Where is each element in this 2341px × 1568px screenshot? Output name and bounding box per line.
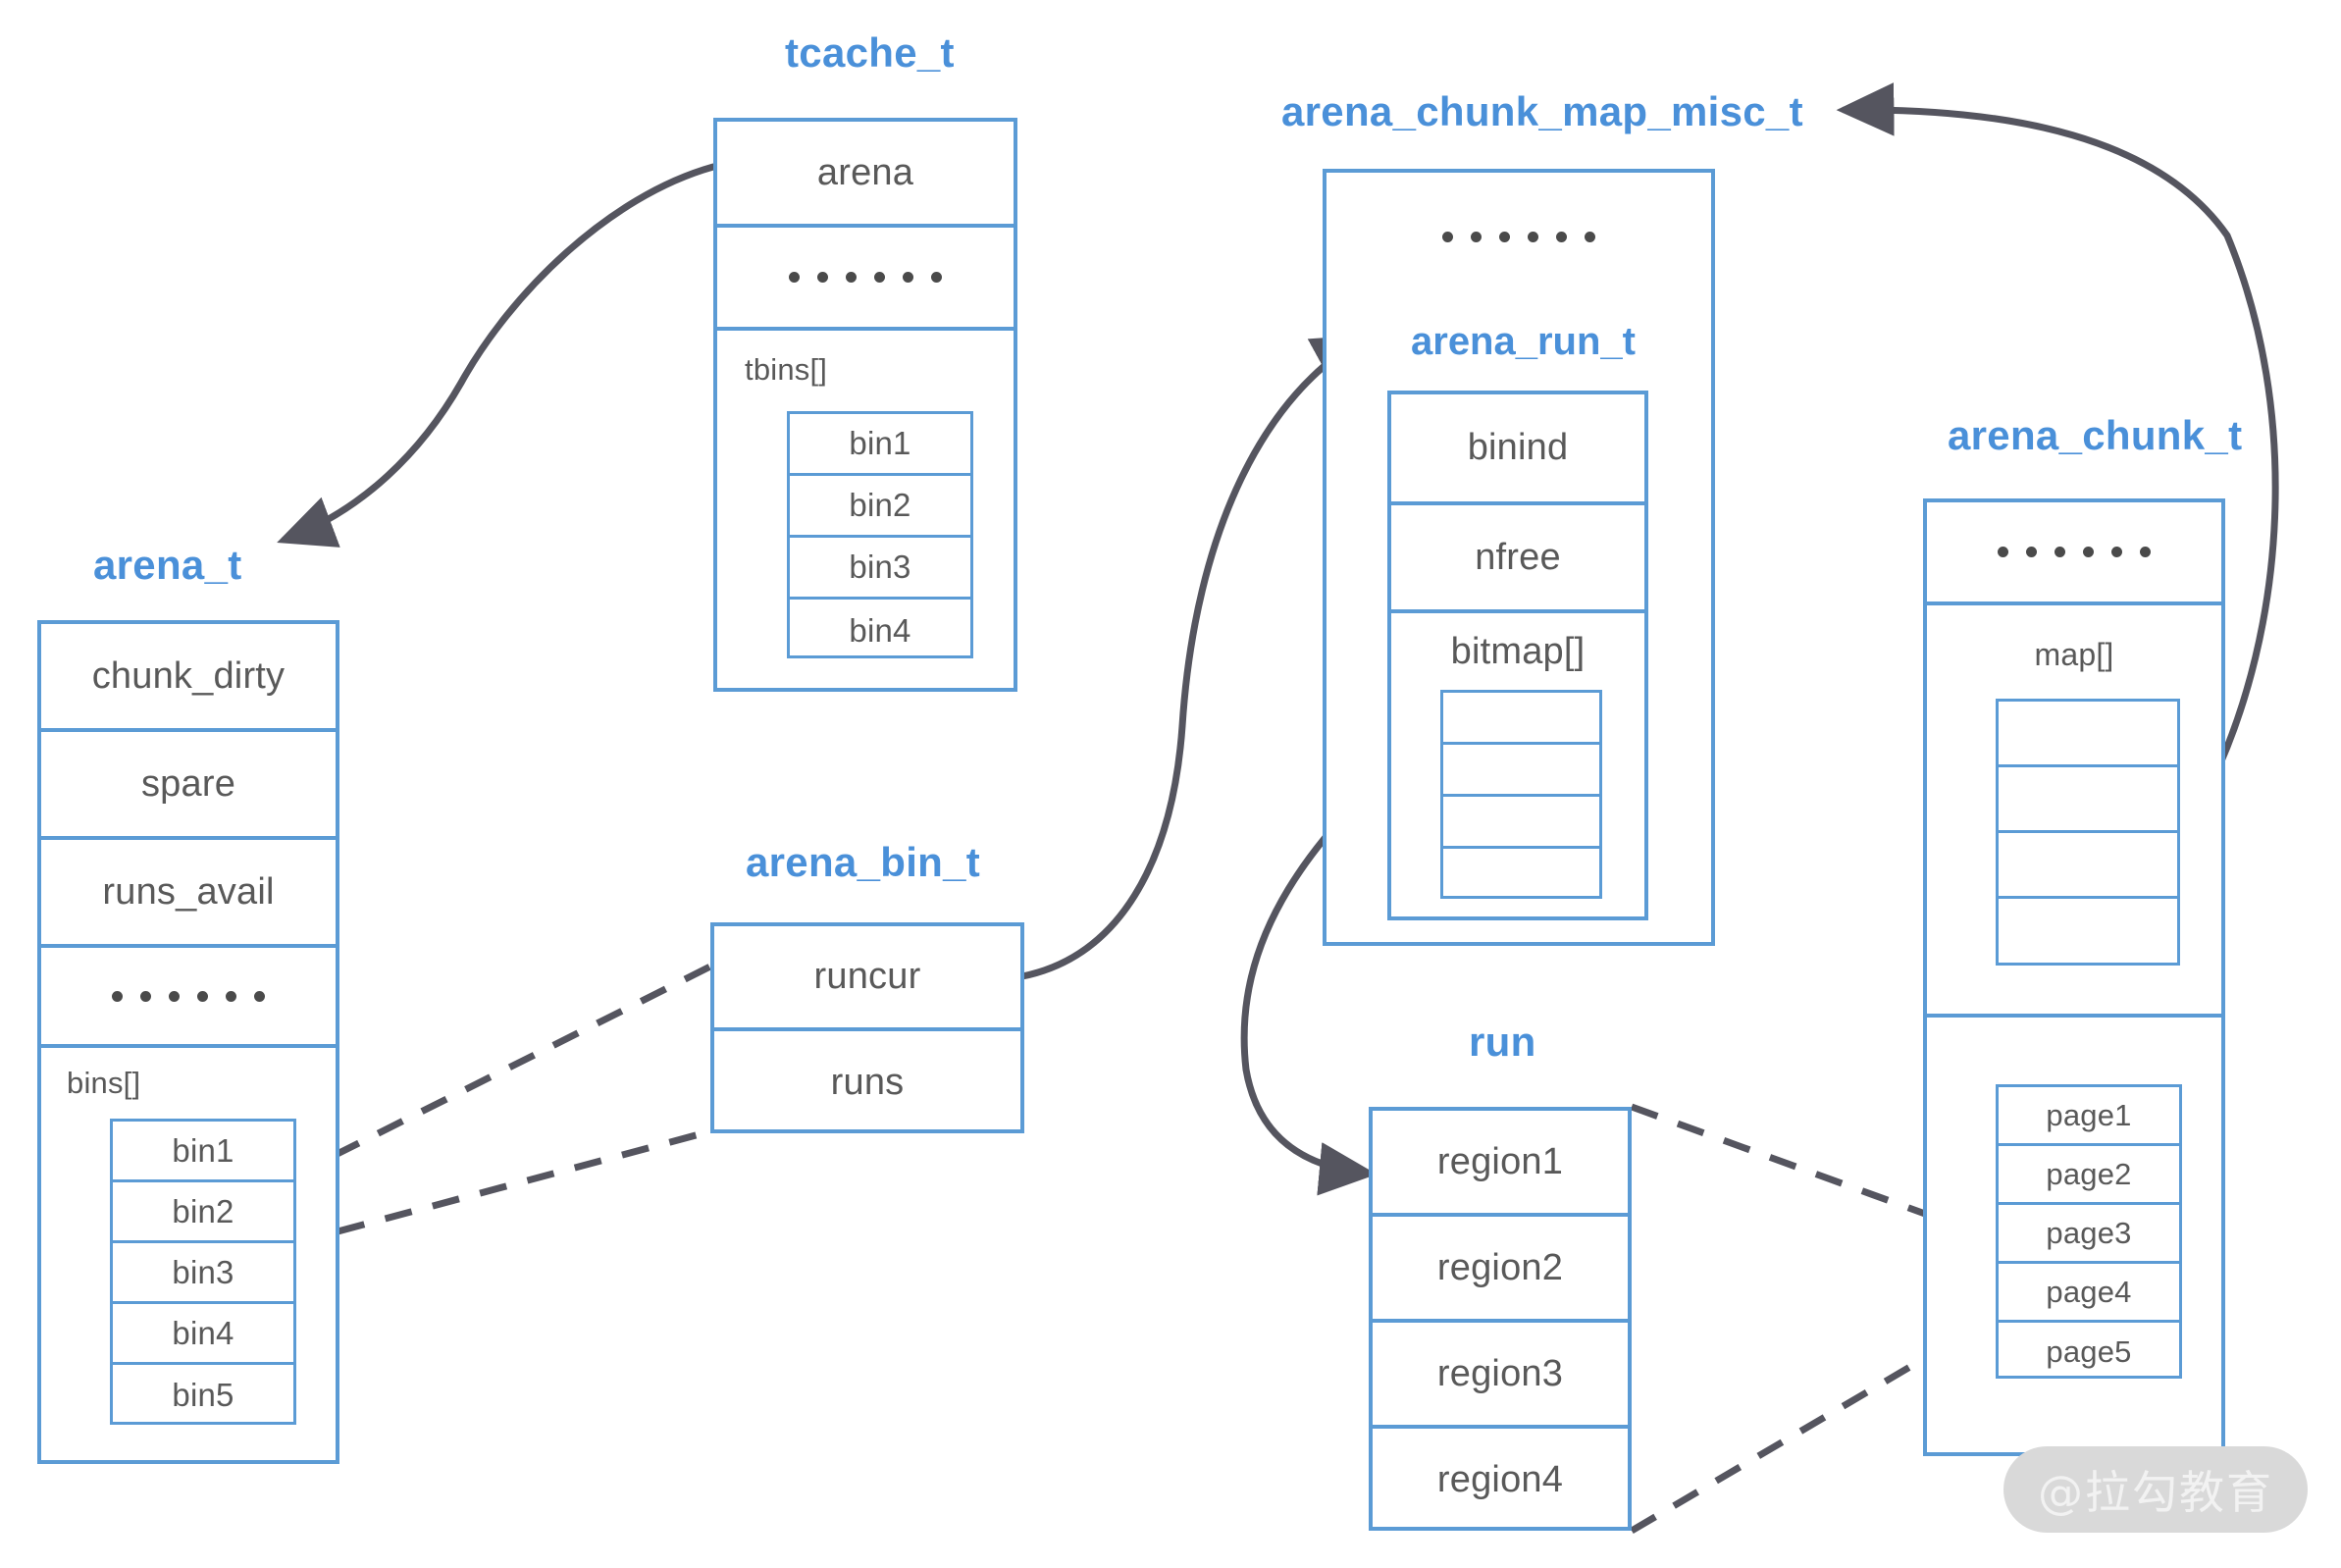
- bins-item[interactable]: bin3: [113, 1243, 293, 1304]
- map-item[interactable]: [1999, 833, 2177, 899]
- arena-field-chunk-dirty: chunk_dirty: [41, 624, 336, 732]
- pages-item[interactable]: page1: [1999, 1087, 2179, 1146]
- title-arena-t: arena_t: [93, 542, 242, 588]
- bins-label: bins[]: [67, 1066, 141, 1100]
- pages-item[interactable]: page3: [1999, 1205, 2179, 1264]
- title-tcache-t: tcache_t: [785, 29, 955, 76]
- ellipsis-dots: [1442, 231, 1595, 242]
- bitmap-item[interactable]: [1443, 849, 1599, 901]
- arrow-runcur-to-arena-run-t: [1018, 334, 1372, 980]
- title-arena-bin-t: arena_bin_t: [746, 839, 981, 885]
- dashed-bin2-bottom-to-arena-bin-t-bottom: [289, 1127, 711, 1248]
- bins-array: bin1 bin2 bin3 bin4 bin5: [110, 1119, 296, 1425]
- chunk-field-map: map[]: [1927, 605, 2221, 1018]
- tbins-item[interactable]: bin2: [790, 476, 970, 538]
- map-label: map[]: [2034, 637, 2114, 672]
- tbins-label: tbins[]: [745, 352, 828, 387]
- chunk-field-pages: page1 page2 page3 page4 page5: [1927, 1018, 2221, 1452]
- arena-t-box: chunk_dirty spare runs_avail bins[] bin1…: [37, 620, 339, 1464]
- bins-item[interactable]: bin1: [113, 1122, 293, 1182]
- bitmap-array: [1440, 690, 1602, 899]
- arena-field-ellipsis: [41, 948, 336, 1048]
- pages-item[interactable]: page2: [1999, 1146, 2179, 1205]
- tbins-item[interactable]: bin1: [790, 414, 970, 476]
- dashed-bin2-top-to-arena-bin-t-top: [288, 963, 712, 1181]
- arena-run-t-box: binind nfree bitmap[]: [1387, 391, 1648, 920]
- tcache-t-box: arena tbins[] bin1 bin2 bin3 bin4: [713, 118, 1017, 692]
- bins-item[interactable]: bin4: [113, 1304, 293, 1365]
- arena-field-bins: bins[] bin1 bin2 bin3 bin4 bin5: [41, 1048, 336, 1460]
- run-region[interactable]: region1: [1373, 1111, 1628, 1217]
- arena-chunk-t-box: map[] page1 page2 page3 page4 page5: [1923, 498, 2225, 1456]
- watermark-text: @拉勾教育: [2038, 1466, 2273, 1519]
- arena-bin-field-runcur: runcur: [714, 926, 1020, 1031]
- arena-bin-t-box: runcur runs: [710, 922, 1024, 1133]
- pages-array: page1 page2 page3 page4 page5: [1996, 1084, 2182, 1379]
- arena-chunk-map-misc-t-box: arena_run_t binind nfree bitmap[]: [1323, 169, 1715, 946]
- ellipsis-dots: [789, 272, 942, 283]
- arena-run-field-nfree: nfree: [1391, 505, 1644, 613]
- tbins-item[interactable]: bin3: [790, 538, 970, 600]
- tbins-item[interactable]: bin4: [849, 611, 911, 649]
- arena-run-field-bitmap: bitmap[]: [1391, 613, 1644, 916]
- arena-run-field-binind: binind: [1391, 394, 1644, 505]
- ellipsis-dots: [112, 990, 265, 1002]
- run-region[interactable]: region2: [1373, 1217, 1628, 1323]
- map-item[interactable]: [1999, 767, 2177, 833]
- tcache-field-arena: arena: [717, 122, 1014, 228]
- map-item[interactable]: [1999, 702, 2177, 767]
- bins-item[interactable]: bin2: [113, 1182, 293, 1243]
- bitmap-label: bitmap[]: [1450, 631, 1586, 672]
- run-region[interactable]: region3: [1373, 1323, 1628, 1429]
- tbins-array: bin1 bin2 bin3 bin4: [787, 411, 973, 658]
- arena-field-spare: spare: [41, 732, 336, 840]
- bins-item[interactable]: bin5: [172, 1377, 234, 1413]
- bitmap-item[interactable]: [1443, 797, 1599, 849]
- title-arena-chunk-map-misc-t: arena_chunk_map_misc_t: [1281, 88, 1803, 134]
- tcache-field-tbins: tbins[] bin1 bin2 bin3 bin4: [717, 331, 1014, 688]
- tcache-field-ellipsis: [717, 228, 1014, 331]
- title-arena-run-t: arena_run_t: [1411, 320, 1636, 363]
- run-region[interactable]: region4: [1436, 1458, 1564, 1500]
- map-item[interactable]: [1999, 899, 2177, 965]
- watermark: @拉勾教育: [2003, 1446, 2308, 1533]
- arena-field-runs-avail: runs_avail: [41, 840, 336, 948]
- map-array: [1996, 699, 2180, 966]
- bitmap-item[interactable]: [1443, 745, 1599, 797]
- ellipsis-dots: [1998, 547, 2151, 557]
- chunk-ellipsis-row: [1927, 502, 2221, 605]
- title-run: run: [1469, 1019, 1536, 1065]
- pages-item[interactable]: page4: [1999, 1264, 2179, 1323]
- arena-bin-field-runs: runs: [830, 1061, 905, 1103]
- run-box: region1 region2 region3 region4: [1369, 1107, 1632, 1531]
- pages-item[interactable]: page5: [2046, 1334, 2132, 1369]
- arrow-tcache-arena-to-arena-t: [277, 163, 717, 548]
- misc-ellipsis-row: [1327, 173, 1711, 300]
- bitmap-item[interactable]: [1443, 693, 1599, 745]
- title-arena-chunk-t: arena_chunk_t: [1948, 412, 2243, 458]
